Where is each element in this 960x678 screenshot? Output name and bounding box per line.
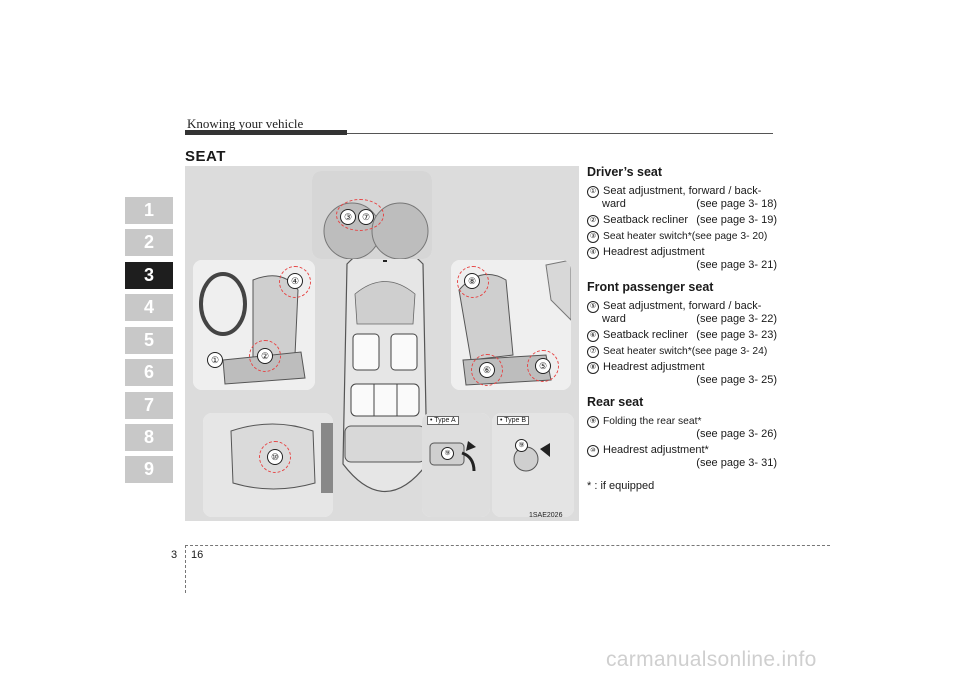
marker-8: ⑧: [464, 273, 480, 289]
rear-headrest-panel: ⑩: [203, 413, 333, 517]
list-item: ③ Seat heater switch*(see page 3- 20): [587, 230, 777, 243]
item-number: ⑤: [587, 301, 599, 313]
item-text: Headrest adjustment: [603, 361, 705, 373]
page-reference[interactable]: (see page 3- 26): [696, 428, 777, 440]
item-text: Headrest adjustment: [603, 246, 705, 258]
seat-item-list: Driver’s seat ① Seat adjustment, forward…: [587, 166, 777, 493]
item-number: ⑨: [587, 416, 599, 428]
list-item: ⑨ Folding the rear seat*: [587, 415, 777, 428]
marker-1: ①: [207, 352, 223, 368]
type-a-panel: • Type A ⑨: [422, 413, 490, 517]
page-reference[interactable]: (see page 3- 19): [696, 214, 777, 226]
header-bar: [185, 130, 347, 135]
chapter-tab-9[interactable]: 9: [125, 456, 173, 483]
highlight-ring: [279, 266, 311, 298]
rear-seat-knob-icon: [492, 413, 574, 517]
list-item-continuation: ward (see page 3- 18): [587, 198, 777, 211]
chapter-tab-6[interactable]: 6: [125, 359, 173, 386]
item-number: ③: [587, 231, 599, 243]
marker-2: ②: [257, 348, 273, 364]
highlight-ring: [457, 266, 489, 298]
seat-heater-panel: ③ ⑦: [312, 171, 432, 259]
car-top-view-icon: [342, 243, 428, 492]
marker-6: ⑥: [479, 362, 495, 378]
item-number: ⑦: [587, 346, 599, 358]
rear-seat-lever-icon: [422, 413, 490, 517]
section-title: SEAT: [185, 148, 226, 165]
drivers-seat-heading: Driver’s seat: [587, 165, 663, 179]
highlight-ring: [249, 340, 281, 372]
item-number: ④: [587, 247, 599, 259]
marker-10: ⑩: [267, 449, 283, 465]
page-number: 16: [191, 549, 204, 561]
list-item: ⑩ Headrest adjustment*: [587, 444, 777, 457]
watermark: carmanualsonline.info: [606, 648, 817, 671]
chapter-tab-5[interactable]: 5: [125, 327, 173, 354]
list-item-continuation: ward (see page 3- 22): [587, 313, 777, 326]
highlight-ring: [336, 199, 384, 231]
item-number: ⑥: [587, 330, 599, 342]
marker-4: ④: [287, 273, 303, 289]
marker-5: ⑤: [535, 358, 551, 374]
chapter-tab-7[interactable]: 7: [125, 392, 173, 419]
footnote: * : if equipped: [587, 480, 655, 492]
header-rule: [347, 133, 773, 134]
item-number: ②: [587, 215, 599, 227]
item-text: Headrest adjustment*: [603, 444, 709, 456]
footer-rule: [185, 545, 830, 546]
front-passenger-seat-heading: Front passenger seat: [587, 280, 714, 294]
list-item: ① Seat adjustment, forward / back-: [587, 185, 777, 198]
item-number: ⑩: [587, 445, 599, 457]
chapter-tab-1[interactable]: 1: [125, 197, 173, 224]
list-item: ⑧ Headrest adjustment: [587, 361, 777, 374]
page-reference[interactable]: (see page 3- 23): [696, 329, 777, 341]
highlight-ring: [471, 354, 503, 386]
list-item: ② Seatback recliner (see page 3- 19): [587, 214, 777, 227]
highlight-ring: [259, 441, 291, 473]
chapter-number: 3: [171, 549, 178, 561]
list-item: ⑥ Seatback recliner (see page 3- 23): [587, 329, 777, 342]
page-reference[interactable]: (see page 3- 22): [696, 313, 777, 325]
rear-seat-heading: Rear seat: [587, 395, 644, 409]
footer-divider: [185, 545, 186, 593]
highlight-ring: [527, 350, 559, 382]
chapter-tab-2[interactable]: 2: [125, 229, 173, 256]
header-title: Knowing your vehicle: [187, 116, 304, 131]
item-text: Seat heater switch*(see page 3- 20): [603, 231, 768, 242]
marker-9-b: ⑨: [515, 439, 528, 452]
page-reference[interactable]: (see page 3- 25): [696, 374, 777, 386]
marker-7: ⑦: [358, 209, 374, 225]
type-b-panel: • Type B ⑨: [492, 413, 574, 517]
chapter-tab-4[interactable]: 4: [125, 294, 173, 321]
item-text: Seatback recliner: [603, 214, 688, 226]
passenger-seat-panel: ⑧ ⑥ ⑤: [451, 260, 571, 390]
item-text: Folding the rear seat*: [603, 416, 702, 427]
chapter-tab-3[interactable]: 3: [125, 262, 173, 289]
page-reference[interactable]: (see page 3- 31): [696, 457, 777, 469]
seat-illustration: ③ ⑦ ④ ① ② ⑧ ⑥ ⑤: [185, 166, 579, 521]
list-item: ⑦ Seat heater switch*(see page 3- 24): [587, 345, 777, 358]
item-text: Seat adjustment, forward / back-: [603, 185, 762, 197]
marker-3: ③: [340, 209, 356, 225]
item-text-cont: ward: [602, 313, 626, 325]
item-text: Seat heater switch*(see page 3- 24): [603, 346, 768, 357]
list-item: ⑤ Seat adjustment, forward / back-: [587, 300, 777, 313]
illustration-code: 1SAE2026: [529, 512, 563, 519]
item-number: ①: [587, 186, 599, 198]
item-text: Seatback recliner: [603, 329, 688, 341]
list-item: ④ Headrest adjustment: [587, 246, 777, 259]
chapter-tab-8[interactable]: 8: [125, 424, 173, 451]
item-text: Seat adjustment, forward / back-: [603, 300, 762, 312]
item-number: ⑧: [587, 362, 599, 374]
type-b-label: • Type B: [497, 416, 530, 425]
driver-seat-panel: ④ ① ②: [193, 260, 315, 390]
page-reference[interactable]: (see page 3- 21): [696, 259, 777, 271]
item-text-cont: ward: [602, 198, 626, 210]
type-a-label: • Type A: [427, 416, 459, 425]
marker-9-a: ⑨: [441, 447, 454, 460]
page-reference[interactable]: (see page 3- 18): [696, 198, 777, 210]
